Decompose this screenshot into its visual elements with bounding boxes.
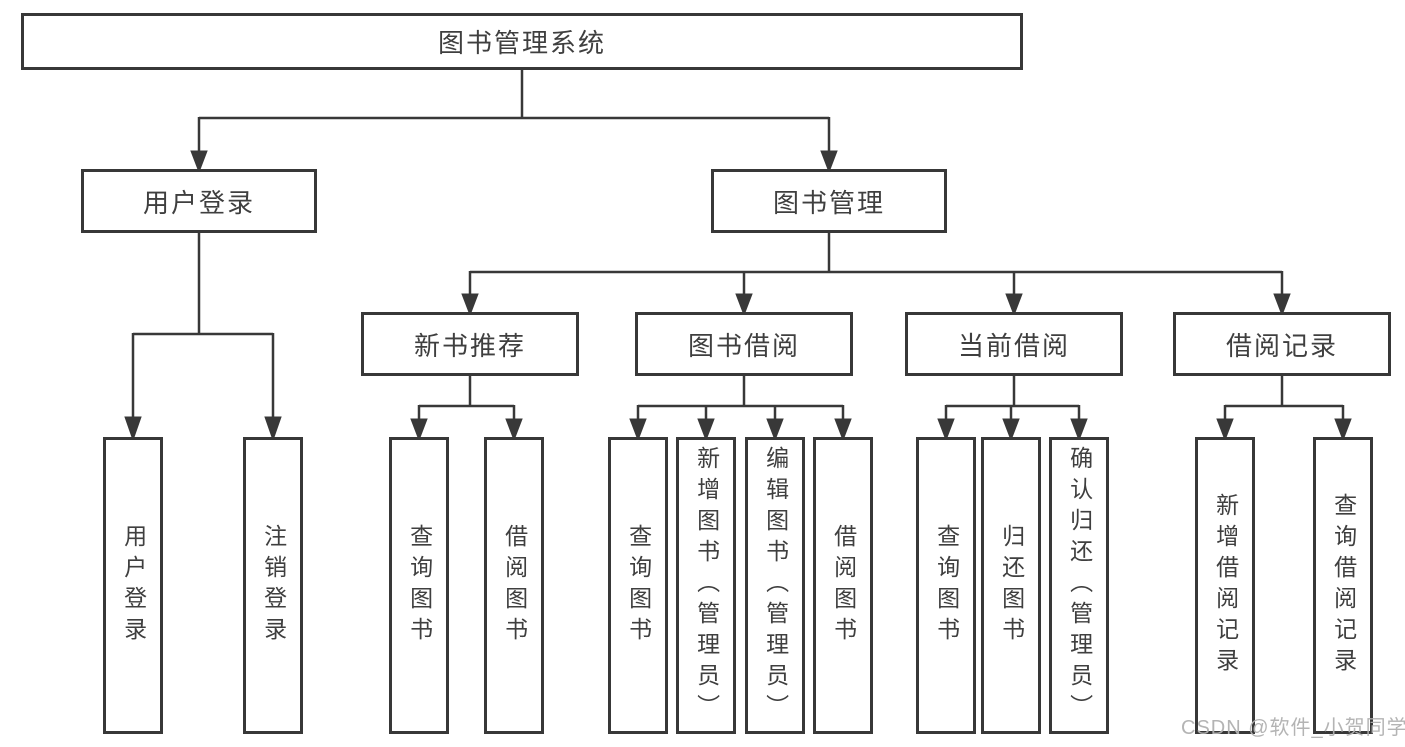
leaf-borrow-add-book: 新增图书（管理员） bbox=[676, 437, 736, 734]
leaf-borrow-edit-book-label: 编辑图书（管理员） bbox=[762, 446, 789, 725]
csdn-watermark: CSDN @软件_小贺同学 bbox=[1181, 717, 1405, 739]
leaf-recommend-borrow-book: 借阅图书 bbox=[484, 437, 544, 734]
connector-book-management-to-level3 bbox=[461, 233, 1291, 317]
connector-current-borrow-to-leaves bbox=[937, 376, 1088, 442]
connector-new-book-recommend-to-leaves bbox=[410, 376, 523, 442]
leaf-borrow-add-book-label: 新增图书（管理员） bbox=[693, 446, 720, 725]
leaf-borrow-query-book-label: 查询图书 bbox=[625, 523, 652, 648]
leaf-user-login-label: 用户登录 bbox=[120, 523, 147, 648]
leaf-logout: 注销登录 bbox=[243, 437, 303, 734]
leaf-current-return-book-label: 归还图书 bbox=[998, 523, 1025, 648]
leaf-borrow-query-book: 查询图书 bbox=[608, 437, 668, 734]
node-user-login-label: 用户登录 bbox=[142, 187, 255, 218]
node-book-management: 图书管理 bbox=[711, 169, 947, 233]
node-new-book-recommend: 新书推荐 bbox=[361, 312, 579, 376]
leaf-current-query-book-label: 查询图书 bbox=[933, 523, 960, 648]
leaf-borrow-borrow-book-label: 借阅图书 bbox=[830, 523, 857, 648]
leaf-recommend-query-book-label: 查询图书 bbox=[406, 523, 433, 648]
node-borrow-records-label: 借阅记录 bbox=[1225, 330, 1338, 361]
connector-book-borrow-to-leaves bbox=[629, 376, 852, 442]
leaf-borrow-borrow-book: 借阅图书 bbox=[813, 437, 873, 734]
node-book-borrow-label: 图书借阅 bbox=[687, 330, 800, 361]
leaf-logout-label: 注销登录 bbox=[260, 523, 287, 648]
node-user-login: 用户登录 bbox=[81, 169, 317, 233]
leaf-records-query-record-label: 查询借阅记录 bbox=[1330, 492, 1357, 679]
leaf-records-add-record-label: 新增借阅记录 bbox=[1212, 492, 1239, 679]
node-borrow-records: 借阅记录 bbox=[1173, 312, 1391, 376]
leaf-records-add-record: 新增借阅记录 bbox=[1195, 437, 1255, 734]
node-current-borrow: 当前借阅 bbox=[905, 312, 1123, 376]
leaf-recommend-borrow-book-label: 借阅图书 bbox=[501, 523, 528, 648]
leaf-borrow-edit-book: 编辑图书（管理员） bbox=[745, 437, 805, 734]
connector-user-login-to-leaves bbox=[124, 233, 282, 442]
leaf-current-query-book: 查询图书 bbox=[916, 437, 976, 734]
leaf-recommend-query-book: 查询图书 bbox=[389, 437, 449, 734]
leaf-current-confirm-return: 确认归还（管理员） bbox=[1049, 437, 1109, 734]
leaf-user-login: 用户登录 bbox=[103, 437, 163, 734]
node-root-label: 图书管理系统 bbox=[437, 28, 606, 58]
leaf-records-query-record: 查询借阅记录 bbox=[1313, 437, 1373, 734]
node-current-borrow-label: 当前借阅 bbox=[957, 330, 1070, 361]
connector-root-to-level2 bbox=[190, 70, 838, 174]
node-root: 图书管理系统 bbox=[21, 13, 1023, 70]
connector-borrow-records-to-leaves bbox=[1216, 376, 1352, 442]
node-new-book-recommend-label: 新书推荐 bbox=[413, 330, 526, 361]
leaf-current-confirm-return-label: 确认归还（管理员） bbox=[1066, 446, 1093, 725]
node-book-management-label: 图书管理 bbox=[772, 187, 885, 218]
node-book-borrow: 图书借阅 bbox=[635, 312, 853, 376]
leaf-current-return-book: 归还图书 bbox=[981, 437, 1041, 734]
